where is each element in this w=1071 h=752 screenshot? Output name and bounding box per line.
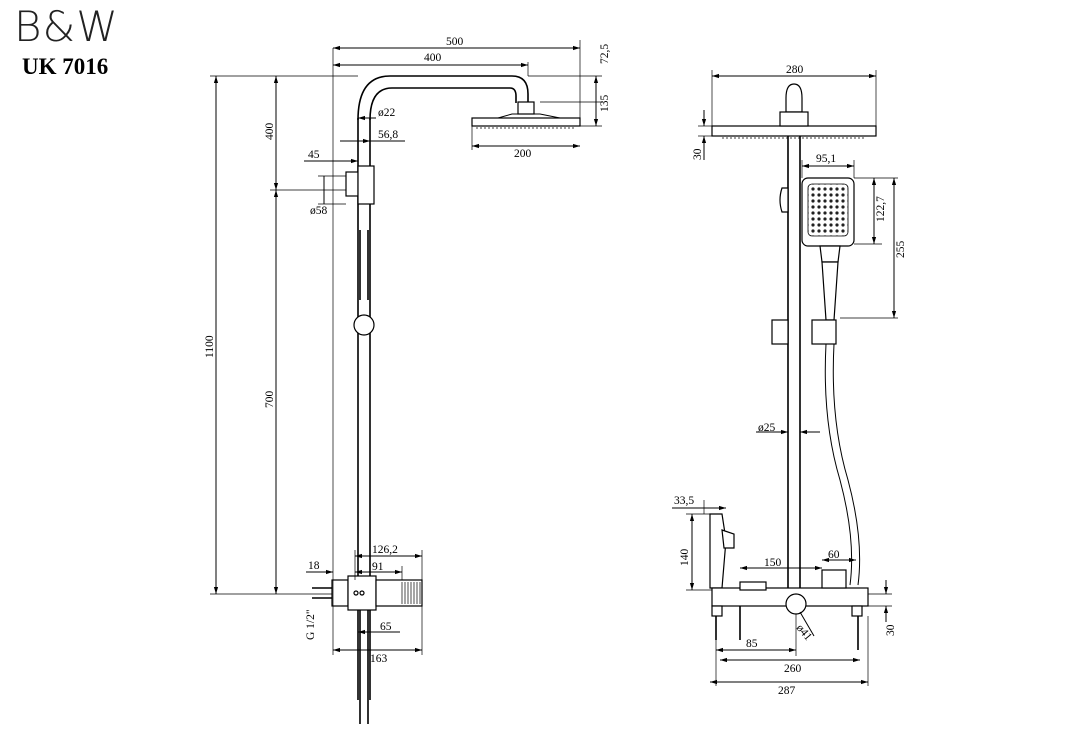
dim-150: 150	[764, 557, 782, 569]
thermostat-handle-side	[375, 579, 423, 607]
wall-connector-side	[331, 579, 349, 607]
arm-front	[785, 83, 803, 113]
dim-95-1: 95,1	[816, 153, 836, 165]
dim-122-7: 122,7	[875, 196, 887, 222]
head-connector	[517, 101, 535, 115]
dim-91: 91	[372, 561, 384, 573]
dim-65: 65	[380, 621, 392, 633]
hand-shower-handle	[821, 261, 839, 321]
dim-140: 140	[679, 549, 691, 567]
dim-45: 45	[308, 149, 320, 161]
dim-260: 260	[784, 663, 802, 675]
dim-126-2: 126,2	[372, 544, 398, 556]
bidet-sprayer	[709, 513, 727, 589]
dim-18: 18	[308, 560, 320, 572]
slider-left	[771, 319, 789, 345]
dim-500: 500	[446, 36, 464, 48]
dim-163: 163	[370, 653, 388, 665]
hose	[824, 343, 853, 586]
upper-bracket-clamp	[357, 165, 375, 205]
dim-400-top: 400	[424, 52, 442, 64]
dim-30-top: 30	[692, 148, 704, 160]
handle-knurl-side	[401, 582, 421, 604]
upper-wall-bracket	[345, 171, 359, 197]
slider-holder	[811, 319, 837, 345]
dim-280: 280	[786, 64, 804, 76]
front-view: 280 30 95,1 122,7 255 ø25 33,5 140 150 6…	[672, 64, 907, 697]
dim-1100: 1100	[204, 335, 216, 358]
rain-head-front	[711, 125, 877, 137]
dim-phi22: ø22	[378, 107, 396, 119]
dim-287: 287	[778, 685, 796, 697]
dim-30-bottom: 30	[885, 624, 897, 636]
dim-72-5: 72,5	[599, 44, 611, 64]
dim-g12: G 1/2"	[305, 609, 317, 640]
shower-head-side	[471, 117, 581, 127]
riser-front	[787, 136, 801, 595]
dim-phi41: ø41	[794, 622, 814, 643]
dim-135: 135	[599, 95, 611, 113]
dim-700: 700	[264, 391, 276, 409]
shower-arm	[357, 75, 529, 121]
dim-255: 255	[895, 241, 907, 259]
dim-85: 85	[746, 638, 758, 650]
dim-phi25: ø25	[758, 422, 776, 434]
dim-60: 60	[828, 549, 840, 561]
model-number: UK 7016	[22, 54, 109, 79]
side-view: 500 400 72,5 135 1100 400 700 ø22 56,8 4…	[204, 36, 611, 724]
dim-400-left: 400	[264, 123, 276, 141]
dim-56-8: 56,8	[378, 129, 398, 141]
brand-logo: B&W	[14, 2, 119, 51]
dim-200: 200	[514, 148, 532, 160]
dim-33-5: 33,5	[674, 495, 694, 507]
dim-phi58: ø58	[310, 205, 328, 217]
diverter-knob	[785, 593, 807, 615]
slider-knob	[353, 314, 375, 336]
